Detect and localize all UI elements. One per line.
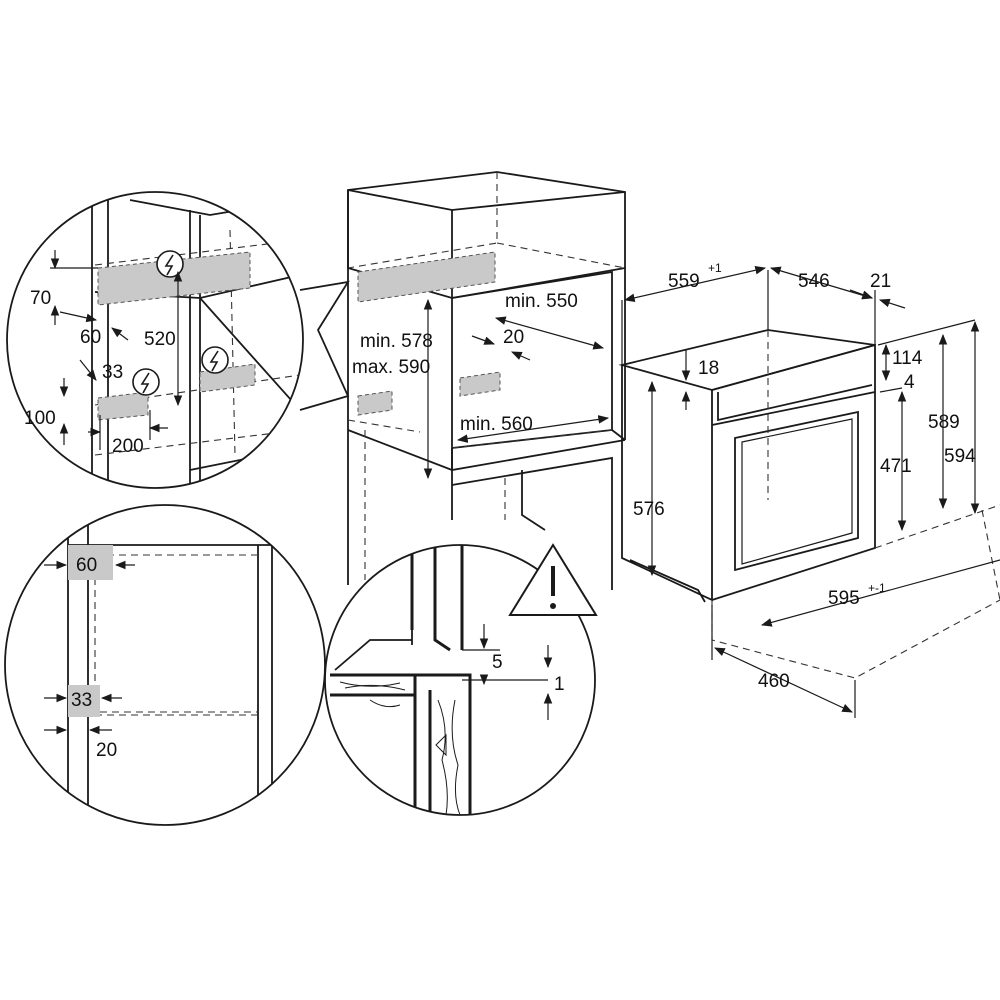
- electric-bolt-icon: [156, 250, 184, 278]
- oven-4-label: 4: [904, 372, 915, 393]
- detail-top-left: 70 60 520 33 100 200: [6, 191, 304, 489]
- oven-dimensions: 559 +1 546 21 18 576 114 4 471 589 594 5…: [621, 261, 1000, 718]
- oven-21-label: 21: [870, 271, 891, 292]
- oven-114-label: 114: [892, 348, 923, 369]
- cabinet-20-label: 20: [503, 327, 524, 348]
- oven-594-label: 594: [944, 446, 976, 467]
- tl-520-label: 520: [144, 329, 176, 350]
- oven-471-label: 471: [880, 456, 912, 477]
- cabinet-max-590-label: max. 590: [352, 357, 430, 378]
- tl-200-label: 200: [112, 436, 144, 457]
- cabinet-housing: [347, 171, 626, 590]
- oven-576-label: 576: [633, 499, 665, 520]
- warning-triangle-icon: [508, 543, 598, 616]
- detail-bottom-left: 60 33 20: [4, 504, 326, 826]
- tl-60-label: 60: [80, 327, 101, 348]
- oven-460-label: 460: [758, 671, 790, 692]
- oven-589-label: 589: [928, 412, 960, 433]
- cabinet-dimensions: min. 550 20 min. 578 max. 590 min. 560: [352, 291, 610, 480]
- oven-595-tolerance: +-1: [868, 581, 886, 595]
- oven-559-label: 559: [668, 271, 700, 292]
- electric-bolt-icon: [132, 368, 160, 396]
- tl-70-label: 70: [30, 288, 51, 309]
- bm-5-label: 5: [492, 652, 503, 673]
- tl-100-label: 100: [24, 408, 56, 429]
- bl-60-label: 60: [76, 555, 97, 576]
- oven-559-tolerance: +1: [708, 261, 722, 275]
- oven-18-label: 18: [698, 358, 719, 379]
- bl-33-label: 33: [71, 690, 92, 711]
- electric-bolt-icon: [201, 346, 229, 374]
- oven-546-label: 546: [798, 271, 830, 292]
- detail-bottom-middle: 5 1: [324, 543, 598, 816]
- bl-20-label: 20: [96, 740, 117, 761]
- bm-1-label: 1: [554, 674, 565, 695]
- cabinet-min-578-label: min. 578: [360, 331, 433, 352]
- tl-33-label: 33: [102, 362, 123, 383]
- oven-595-label: 595: [828, 588, 860, 609]
- cabinet-min-550-label: min. 550: [505, 291, 578, 312]
- cabinet-min-560-label: min. 560: [460, 414, 533, 435]
